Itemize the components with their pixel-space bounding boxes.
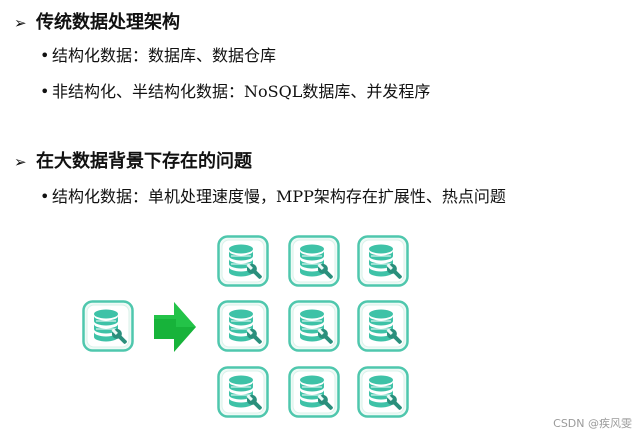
arrow-bullet-icon: ➢: [14, 14, 27, 32]
green-right-arrow-icon: [154, 302, 196, 352]
bullet-dot-icon: •: [40, 187, 50, 206]
heading-text: 在大数据背景下存在的问题: [36, 151, 252, 172]
database-wrench-icon: [82, 300, 134, 352]
database-wrench-icon: [217, 366, 269, 418]
bullet-unstructured: •非结构化、半结构化数据：NoSQL数据库、并发程序: [40, 81, 430, 103]
watermark: CSDN @疾风雯: [553, 417, 632, 430]
database-wrench-icon: [217, 235, 269, 287]
database-wrench-icon: [288, 300, 340, 352]
bullet-dot-icon: •: [40, 82, 50, 101]
bullet-structured: •结构化数据：数据库、数据仓库: [40, 45, 276, 67]
section-heading-bigdata-problems: ➢ 在大数据背景下存在的问题: [14, 150, 252, 174]
bullet-text: 结构化数据：单机处理速度慢，MPP架构存在扩展性、热点问题: [52, 187, 506, 206]
database-wrench-icon: [288, 366, 340, 418]
arrow-bullet-icon: ➢: [14, 153, 27, 171]
bullet-text: 结构化数据：数据库、数据仓库: [52, 46, 277, 65]
bullet-text: 非结构化、半结构化数据：NoSQL数据库、并发程序: [52, 82, 431, 101]
bullet-structured-problem: •结构化数据：单机处理速度慢，MPP架构存在扩展性、热点问题: [40, 186, 506, 208]
database-wrench-icon: [357, 366, 409, 418]
database-wrench-icon: [288, 235, 340, 287]
heading-text: 传统数据处理架构: [36, 12, 180, 33]
section-heading-architecture: ➢ 传统数据处理架构: [14, 11, 180, 35]
bullet-dot-icon: •: [40, 46, 50, 65]
database-wrench-icon: [357, 235, 409, 287]
database-wrench-icon: [217, 300, 269, 352]
database-wrench-icon: [357, 300, 409, 352]
